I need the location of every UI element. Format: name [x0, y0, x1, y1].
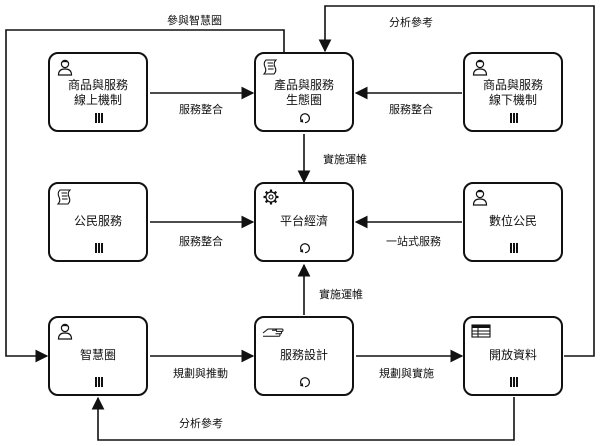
- parallel-multi-instance-icon: [510, 243, 518, 253]
- task-label: 數位公民: [488, 214, 537, 228]
- user-icon: [472, 189, 488, 206]
- hand-icon: [262, 328, 284, 337]
- task-label: 商品與服務 線下機制: [482, 78, 543, 107]
- edge-label-open-data-to-ecosystem: 分析參考: [388, 14, 434, 30]
- user-icon: [472, 59, 488, 76]
- loop-icon: [300, 113, 310, 124]
- edge-label-wisdom-to-service-design: 規劃與推動: [172, 365, 229, 381]
- gear-icon: [263, 189, 279, 205]
- task-wisdom-circle[interactable]: 智慧圈: [48, 316, 148, 396]
- task-label: 智慧圈: [79, 348, 116, 362]
- edge-label-citizen-to-platform: 服務整合: [178, 233, 224, 249]
- edge-label-ecosystem-to-platform: 實施運帷: [322, 151, 368, 167]
- edge-ecosystem-to-wisdom: [5, 29, 285, 363]
- task-digital-citizen[interactable]: 數位公民: [463, 182, 563, 262]
- edge-label-open-data-to-wisdom: 分析參考: [178, 415, 224, 431]
- script-icon: [262, 59, 278, 75]
- edge-label-service-design-to-open-data: 規劃與實施: [378, 365, 435, 381]
- task-platform-economy[interactable]: 平台經濟: [254, 182, 354, 262]
- parallel-multi-instance-icon: [510, 377, 518, 387]
- parallel-multi-instance-icon: [95, 377, 103, 387]
- parallel-multi-instance-icon: [95, 113, 103, 123]
- edge-open-data-to-wisdom: [91, 396, 515, 441]
- task-label: 產品與服務 生態圈: [273, 78, 334, 107]
- task-label: 商品與服務 線上機制: [67, 78, 128, 107]
- task-ecosystem[interactable]: 產品與服務 生態圈: [254, 52, 354, 132]
- task-service-design[interactable]: 服務設計: [254, 316, 354, 396]
- user-icon: [57, 323, 73, 340]
- task-label: 公民服務: [73, 214, 122, 228]
- parallel-multi-instance-icon: [510, 113, 518, 123]
- loop-icon: [300, 377, 310, 388]
- edge-label-digital-to-platform: 一站式服務: [385, 233, 442, 249]
- task-label: 開放資料: [488, 348, 537, 362]
- user-icon: [57, 59, 73, 76]
- edge-label-service-design-to-platform: 實施運帷: [318, 286, 364, 302]
- edge-label-online-to-ecosystem: 服務整合: [178, 101, 224, 117]
- task-label: 服務設計: [279, 348, 328, 362]
- parallel-multi-instance-icon: [95, 243, 103, 253]
- task-label: 平台經濟: [279, 214, 328, 228]
- loop-icon: [300, 243, 310, 254]
- edge-open-data-to-ecosystem: [318, 5, 595, 357]
- edge-label-offline-to-ecosystem: 服務整合: [388, 101, 434, 117]
- task-citizen-service[interactable]: 公民服務: [48, 182, 148, 262]
- task-open-data[interactable]: 開放資料: [463, 316, 563, 396]
- script-icon: [56, 189, 72, 205]
- edge-label-ecosystem-to-wisdom: 參與智慧圈: [166, 12, 223, 28]
- task-offline-mechanism[interactable]: 商品與服務 線下機制: [463, 52, 563, 132]
- table-icon: [471, 324, 491, 338]
- task-online-mechanism[interactable]: 商品與服務 線上機制: [48, 52, 148, 132]
